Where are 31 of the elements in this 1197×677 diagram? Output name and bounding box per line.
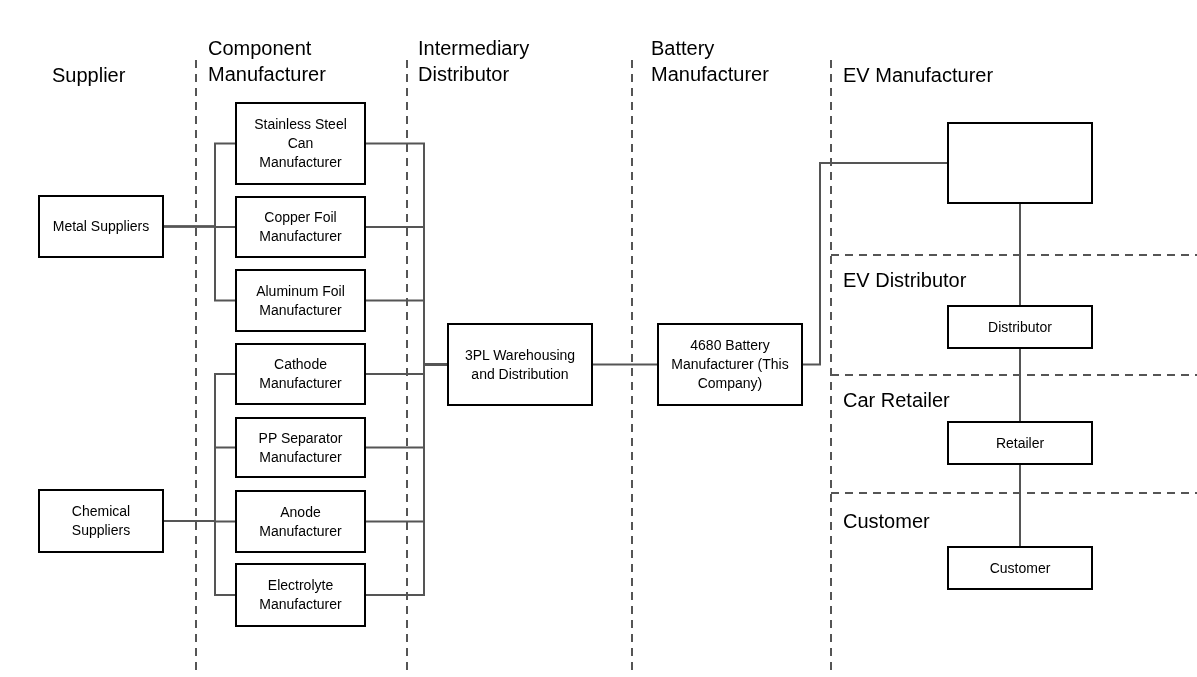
connector-line [163,520,236,596]
process-box: Anode Manufacturer [235,490,366,553]
empty-box [947,122,1093,204]
connector-line [592,363,658,366]
process-box: Retailer [947,421,1093,465]
connector-line [802,162,948,366]
process-box: PP Separator Manufacturer [235,417,366,478]
column-heading: Battery Manufacturer [651,36,770,87]
column-heading: Intermediary Distributor [418,36,531,87]
column-heading: Component Manufacturer [208,36,327,87]
process-box: Metal Suppliers [38,195,164,258]
process-box: Distributor [947,305,1093,349]
connector-line [1019,464,1021,547]
process-box: 3PL Warehousing and Distribution [447,323,593,406]
column-heading: Car Retailer [843,388,950,413]
process-box: Cathode Manufacturer [235,343,366,405]
connector-line [1019,203,1021,306]
process-box: Customer [947,546,1093,590]
connector-line [1019,348,1021,422]
process-box: Aluminum Foil Manufacturer [235,269,366,332]
column-heading: Customer [843,509,930,534]
column-heading: Supplier [52,63,126,88]
column-heading: EV Distributor [843,268,967,293]
connector-line [365,363,448,596]
column-heading: EV Manufacturer [843,63,994,88]
connector-line [163,225,236,302]
process-box: Copper Foil Manufacturer [235,196,366,258]
process-box: Stainless Steel Can Manufacturer [235,102,366,185]
process-box: 4680 Battery Manufacturer (This Company) [657,323,803,406]
process-box: Chemical Suppliers [38,489,164,553]
process-box: Electrolyte Manufacturer [235,563,366,627]
